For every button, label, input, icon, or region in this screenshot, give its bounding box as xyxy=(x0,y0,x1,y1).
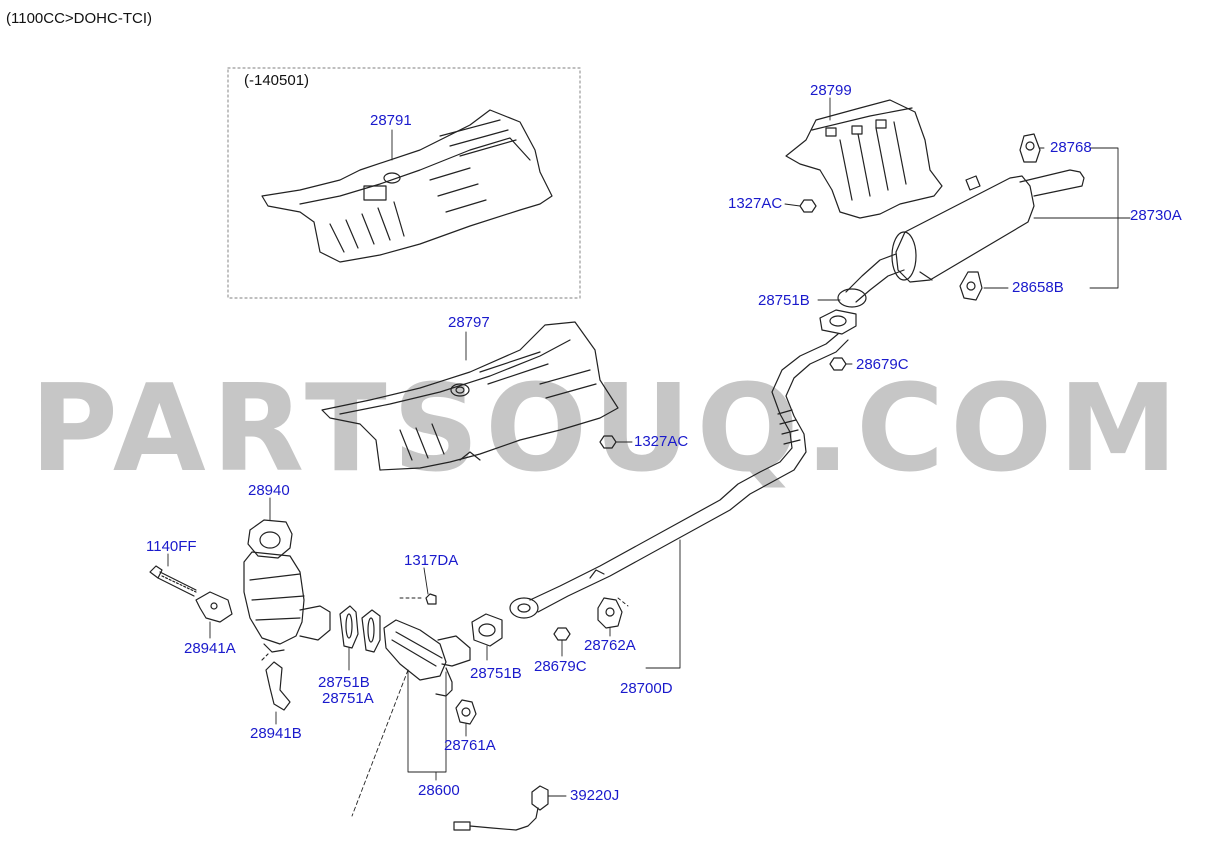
part-label-1140ff[interactable]: 1140FF xyxy=(146,538,197,555)
nut-1327ac-mid xyxy=(599,435,617,449)
part-label-28658b[interactable]: 28658B xyxy=(1012,279,1064,296)
part-label-28679c-top[interactable]: 28679C xyxy=(856,356,909,373)
heat-shield-28797 xyxy=(321,321,619,471)
part-label-28941a[interactable]: 28941A xyxy=(184,640,236,657)
hanger-28658b xyxy=(959,271,983,301)
inset-box xyxy=(227,67,581,299)
oxygen-sensor-39220j xyxy=(453,785,549,831)
nut-1327ac-top xyxy=(799,199,817,213)
center-pipe-28700d xyxy=(509,333,849,619)
hanger-28768 xyxy=(1019,133,1041,163)
catalytic-converter-28940 xyxy=(243,519,331,653)
part-label-28761a[interactable]: 28761A xyxy=(444,737,496,754)
heat-shield-28799 xyxy=(785,99,943,219)
part-label-28751a[interactable]: 28751A xyxy=(322,690,374,707)
part-label-1327ac-mid[interactable]: 1327AC xyxy=(634,433,689,450)
part-label-28751b-mid[interactable]: 28751B xyxy=(470,665,522,682)
part-label-28941b[interactable]: 28941B xyxy=(250,725,302,742)
gasket-28751b-mid xyxy=(471,613,503,647)
part-label-28679c-low[interactable]: 28679C xyxy=(534,658,587,675)
part-label-28791[interactable]: 28791 xyxy=(370,112,412,129)
leader-lines xyxy=(167,97,1131,817)
part-label-1327ac-top[interactable]: 1327AC xyxy=(728,195,783,212)
bolt-1317da xyxy=(425,593,437,605)
part-label-28730a[interactable]: 28730A xyxy=(1130,207,1182,224)
muffler-28730a xyxy=(837,169,1085,308)
bolt-1140ff xyxy=(149,565,197,597)
nut-28679c-low xyxy=(553,627,571,641)
part-label-28762a[interactable]: 28762A xyxy=(584,637,636,654)
part-label-28797[interactable]: 28797 xyxy=(448,314,490,331)
watermark: PARTSOUQ.COM xyxy=(30,360,1184,499)
bracket-28941a xyxy=(195,591,233,623)
hanger-28761a xyxy=(455,699,477,725)
part-label-39220j[interactable]: 39220J xyxy=(570,787,620,804)
heat-shield-28791 xyxy=(261,109,553,263)
part-label-1317da[interactable]: 1317DA xyxy=(404,552,459,569)
gasket-28751a-left xyxy=(361,609,381,653)
part-label-28940[interactable]: 28940 xyxy=(248,482,290,499)
bracket-28941b xyxy=(261,653,291,711)
part-label-28600[interactable]: 28600 xyxy=(418,782,460,799)
hanger-28762a xyxy=(597,597,623,629)
part-label-28751b-top[interactable]: 28751B xyxy=(758,292,810,309)
gasket-28751b-top xyxy=(819,309,857,335)
catalytic-converter-28600 xyxy=(383,619,471,697)
part-label-28799[interactable]: 28799 xyxy=(810,82,852,99)
page-title: (1100CC>DOHC-TCI) xyxy=(6,10,152,27)
nut-28679c-top xyxy=(829,357,847,371)
inset-note: (-140501) xyxy=(244,72,310,89)
part-label-28768[interactable]: 28768 xyxy=(1050,139,1092,156)
gasket-28751b-left xyxy=(339,605,359,649)
part-label-28700d[interactable]: 28700D xyxy=(620,680,673,697)
part-label-28751b-left[interactable]: 28751B xyxy=(318,674,370,691)
